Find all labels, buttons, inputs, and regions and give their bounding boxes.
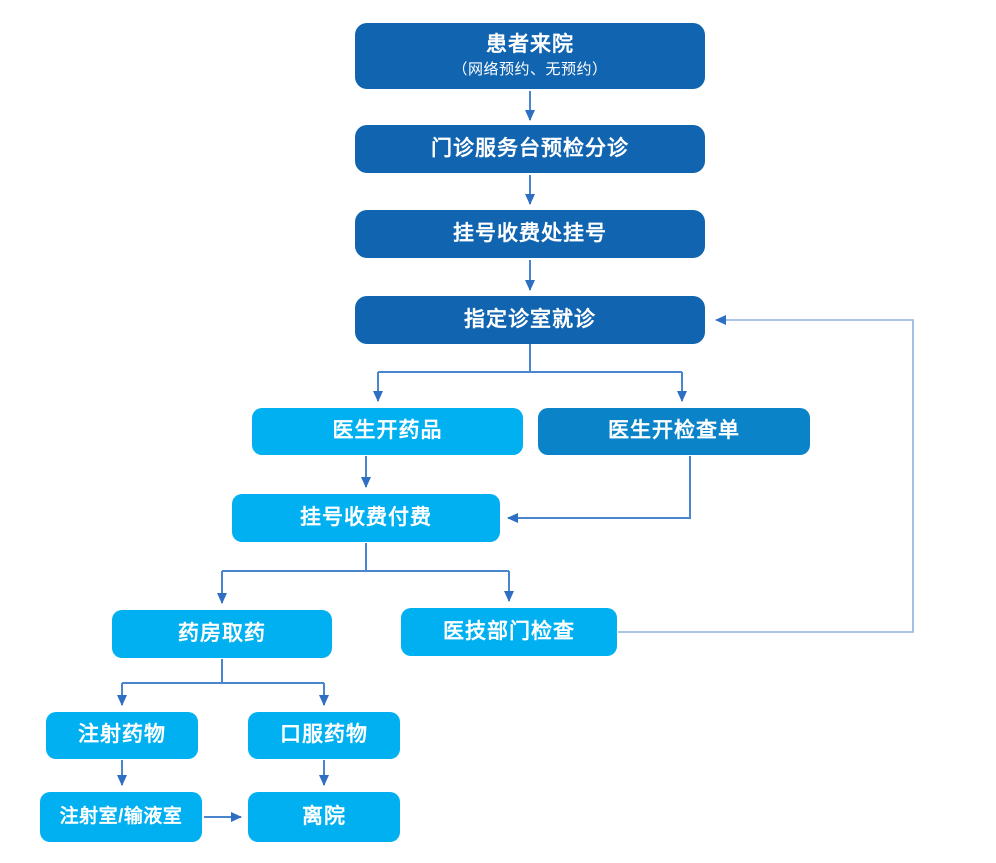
node-medtech-exam: 医技部门检查 — [401, 608, 617, 656]
node-leave-hospital-label: 离院 — [302, 804, 346, 828]
node-payment: 挂号收费付费 — [232, 494, 500, 542]
node-patient-arrival: 患者来院 （网络预约、无预约） — [355, 23, 705, 89]
node-triage-desk: 门诊服务台预检分诊 — [355, 125, 705, 173]
node-injection-drugs: 注射药物 — [46, 712, 198, 759]
node-injection-room: 注射室/输液室 — [40, 792, 202, 842]
node-registration-label: 挂号收费处挂号 — [453, 221, 607, 245]
node-oral-drugs: 口服药物 — [248, 712, 400, 759]
node-triage-desk-label: 门诊服务台预检分诊 — [431, 136, 629, 160]
feedback-medtech-to-consult — [618, 315, 914, 633]
node-consult-room-label: 指定诊室就诊 — [464, 307, 596, 331]
node-pharmacy: 药房取药 — [112, 610, 332, 658]
node-leave-hospital: 离院 — [248, 792, 400, 842]
node-registration: 挂号收费处挂号 — [355, 210, 705, 258]
node-patient-arrival-sublabel: （网络预约、无预约） — [452, 61, 608, 79]
node-doctor-prescribes-label: 医生开药品 — [332, 419, 443, 443]
node-injection-drugs-label: 注射药物 — [78, 723, 166, 747]
arrow-order-exam-to-pay — [507, 456, 691, 523]
node-doctor-prescribes: 医生开药品 — [252, 408, 523, 455]
node-doctor-orders-exam: 医生开检查单 — [538, 408, 810, 455]
node-pharmacy-label: 药房取药 — [178, 621, 266, 645]
node-patient-arrival-label: 患者来院 — [486, 33, 574, 57]
node-medtech-exam-label: 医技部门检查 — [443, 619, 575, 643]
node-consult-room: 指定诊室就诊 — [355, 296, 705, 344]
node-payment-label: 挂号收费付费 — [300, 505, 432, 529]
node-oral-drugs-label: 口服药物 — [280, 723, 368, 747]
node-doctor-orders-exam-label: 医生开检查单 — [608, 419, 740, 443]
node-injection-room-label: 注射室/输液室 — [59, 806, 183, 828]
